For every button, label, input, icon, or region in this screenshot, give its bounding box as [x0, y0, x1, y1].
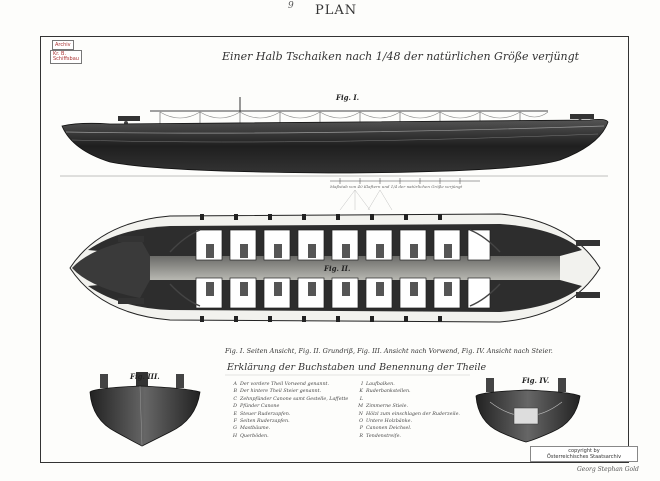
archive-stamp-2: Kr. B. Schiffsbau: [50, 50, 82, 64]
bow-view: [89, 372, 201, 447]
copyright-line-1: copyright by: [568, 448, 600, 454]
stern-view: [475, 378, 581, 443]
fig-4-label: Fig. IV.: [522, 376, 550, 385]
fig-2-label: Fig. II.: [324, 264, 351, 273]
legend-bracket-note: samt Gestelle, Laffette: [293, 396, 349, 402]
plan-view: [69, 213, 601, 323]
scale-bar: [330, 178, 480, 184]
archive-stamp-line-1: Kr. B.: [53, 51, 67, 57]
scale-note: Maßstab von 40 Klaftern und 1/4 der natü…: [330, 184, 463, 189]
copyright-stamp: copyright by Österreichisches Staatsarch…: [530, 446, 638, 462]
fig-1-label: Fig. I.: [336, 93, 360, 102]
copyright-line-2: Österreichisches Staatsarchiv: [546, 454, 622, 460]
drawing-frame: [40, 36, 629, 463]
fig-3-label: Fig. III.: [130, 372, 160, 381]
plan-label: PLAN: [315, 3, 358, 18]
legend-heading: Erklärung der Buchstaben und Benennung d…: [227, 362, 487, 373]
side-view: [60, 97, 609, 177]
archive-stamp: Archiv: [52, 40, 74, 50]
drawing-title: Einer Halb Tschaiken nach 1/48 der natür…: [222, 50, 580, 63]
archive-stamp-line-2: Schiffsbau: [53, 56, 79, 62]
page-number: 9: [288, 1, 294, 11]
figure-caption: Fig. I. Seiten Ansicht, Fig. II. Grundri…: [225, 347, 553, 355]
legend-item: L: [359, 396, 363, 402]
signature: Georg Stephan Gold: [577, 466, 639, 473]
